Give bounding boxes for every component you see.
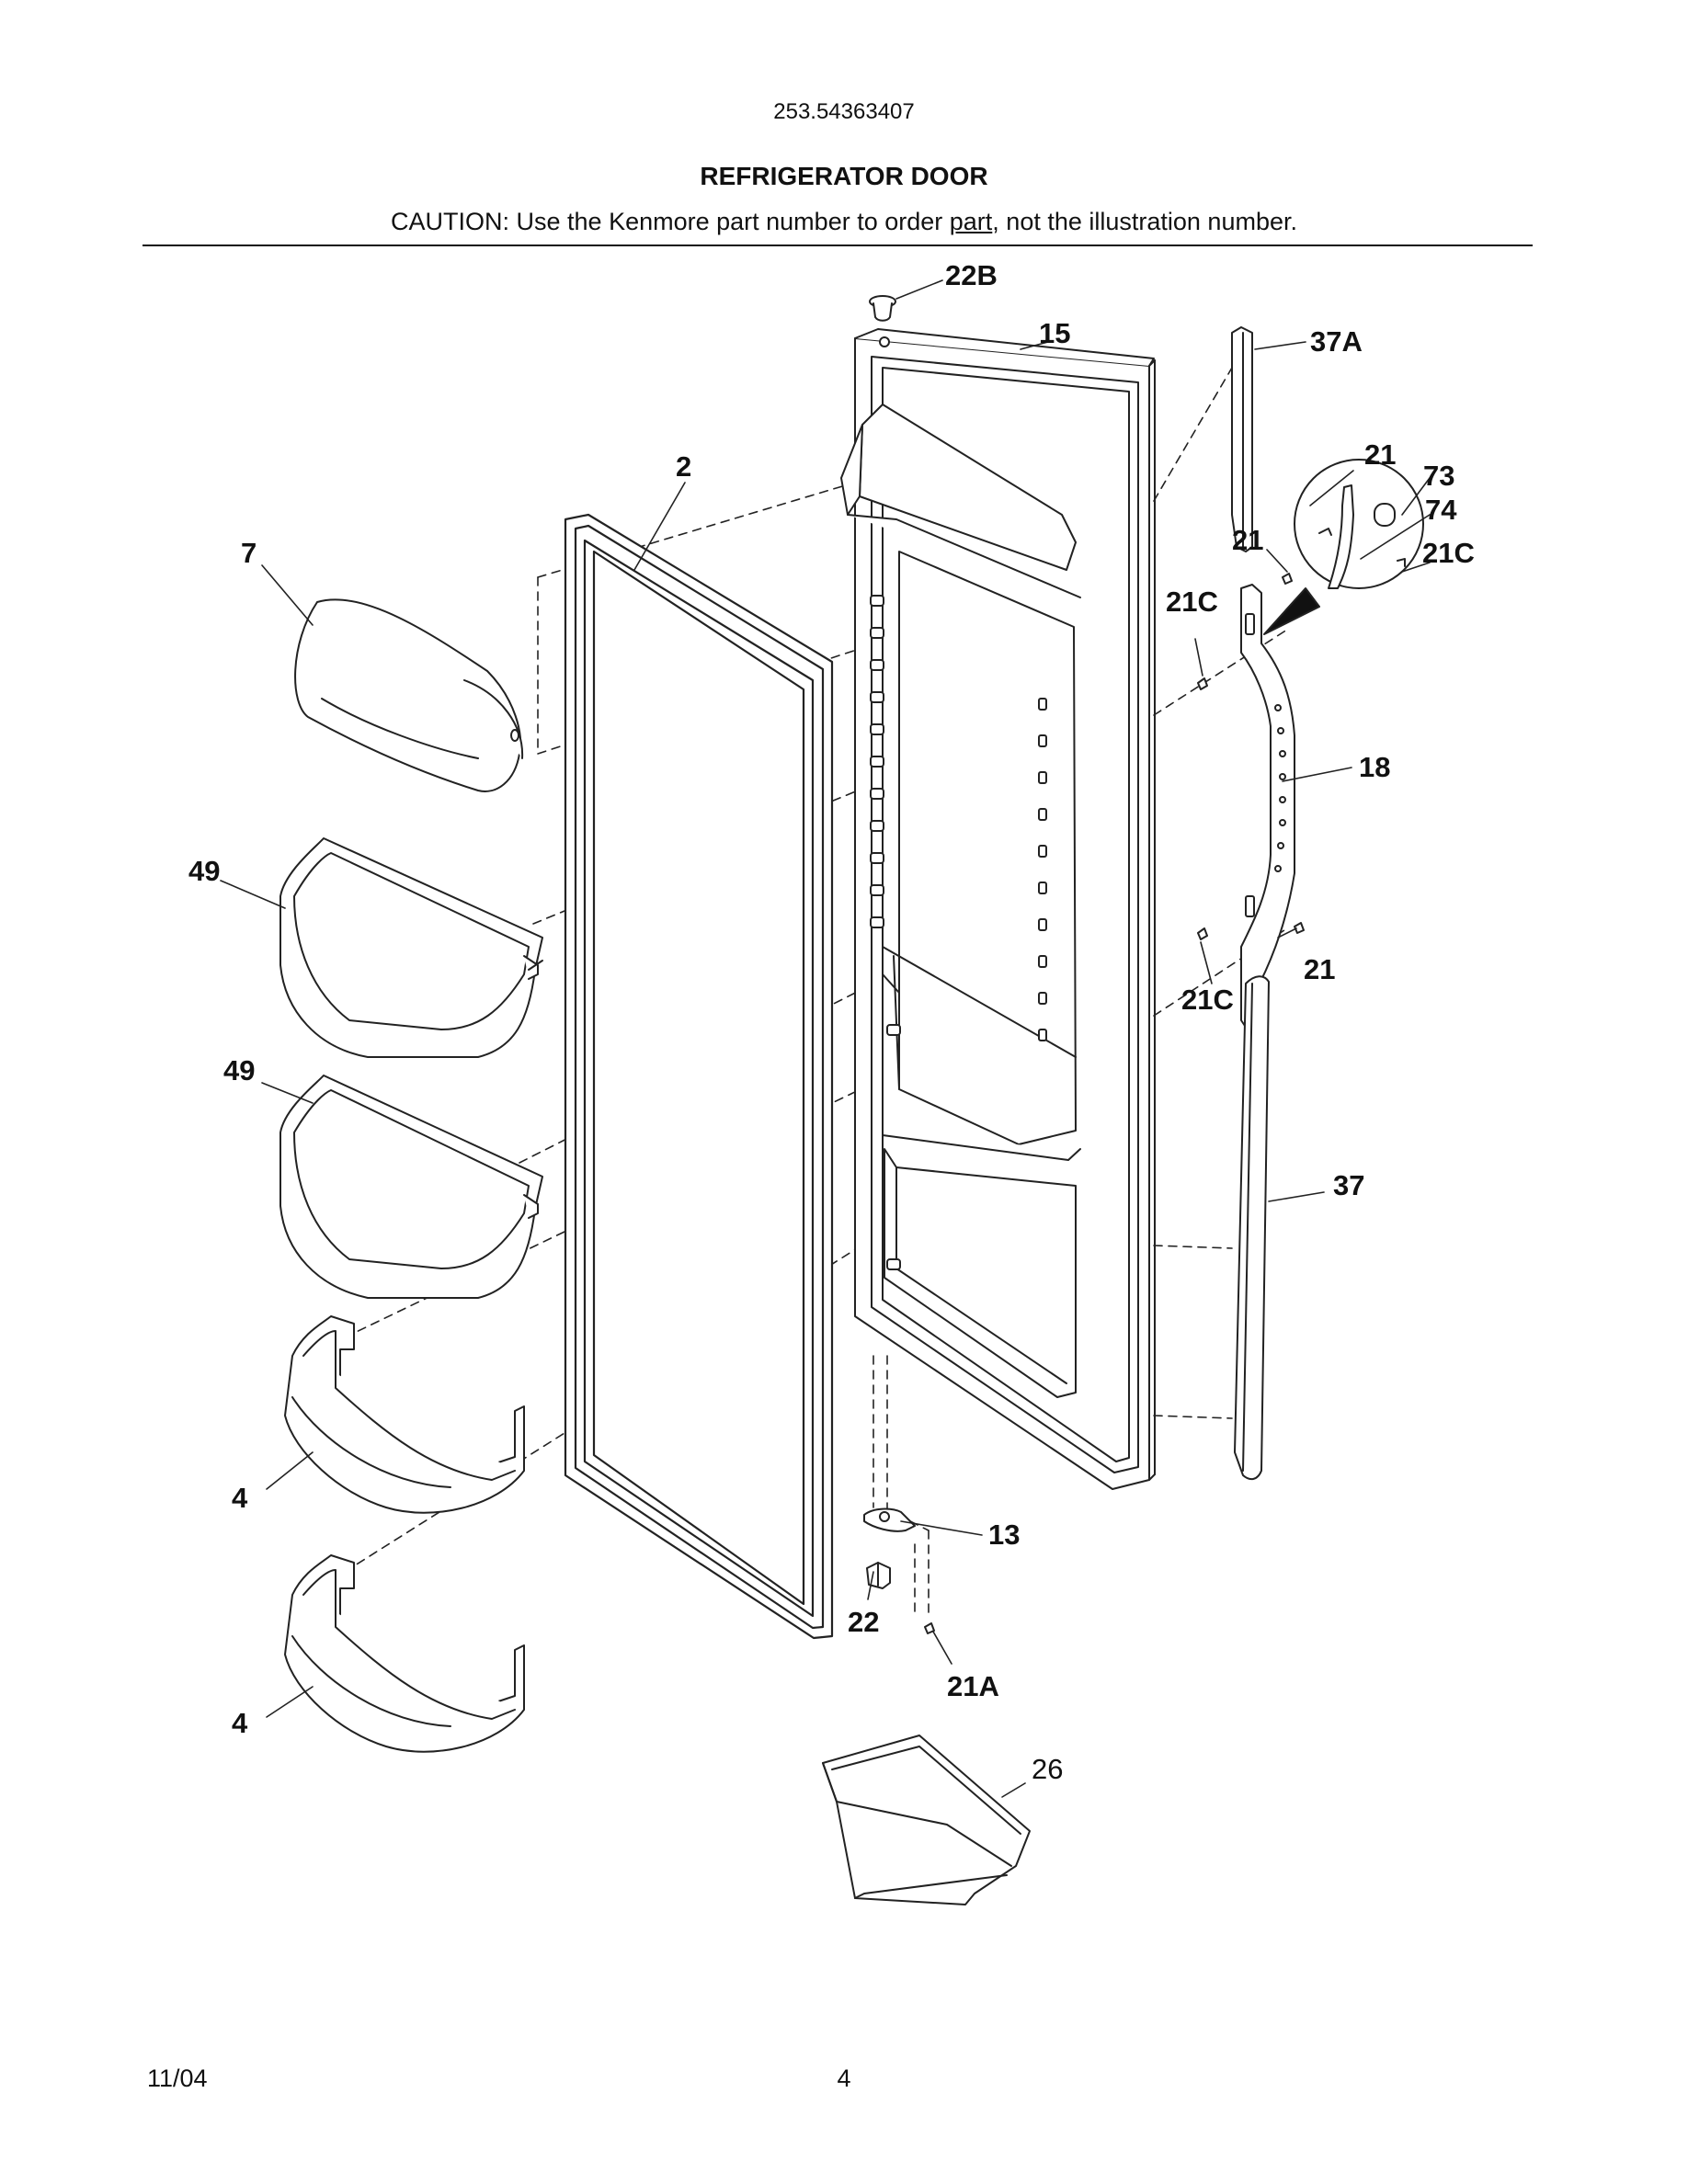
callout-21c-lower: 21C (1181, 984, 1234, 1016)
callout-22b: 22B (945, 259, 998, 291)
callout-21c-upper: 21C (1166, 586, 1218, 618)
tray-26 (822, 1735, 1031, 1905)
callout-21a: 21A (947, 1670, 999, 1702)
footer-date: 11/04 (147, 2065, 208, 2092)
hinge-bushing-13 (863, 1507, 916, 1532)
model-number: 253.54363407 (773, 99, 915, 124)
callout-74: 74 (1425, 494, 1457, 526)
leader-lines (220, 279, 1431, 1798)
handle-trim-37 (1234, 975, 1270, 1481)
callout-21-circle-left: 21 (1232, 524, 1263, 556)
callout-37a: 37A (1310, 325, 1363, 358)
page-title: REFRIGERATOR DOOR (700, 162, 988, 190)
callout-21-circle-top: 21 (1364, 438, 1396, 471)
door-bin-4-bottom (284, 1554, 525, 1753)
door-bin-49-top (279, 837, 543, 1058)
callout-49-top: 49 (188, 855, 220, 887)
caution-prefix: CAUTION: Use the Kenmore part number to … (391, 208, 950, 235)
door-liner (840, 404, 1081, 1398)
handle-trim-37a (1231, 326, 1253, 552)
callout-labels: 22B 15 37A 21 73 74 21 21C 2 7 21C 18 49… (188, 259, 1475, 1785)
detail-callout-circle (1263, 459, 1424, 635)
dairy-door (294, 598, 524, 792)
screw-21a (924, 1622, 935, 1634)
callout-22: 22 (848, 1606, 879, 1638)
callout-13: 13 (988, 1519, 1020, 1551)
cap-22b (869, 295, 896, 347)
callout-73: 73 (1423, 460, 1454, 492)
door-handle-18 (1240, 584, 1295, 1035)
callout-2: 2 (676, 450, 691, 483)
callout-7: 7 (241, 537, 257, 569)
page-number: 4 (837, 2065, 851, 2092)
callout-26: 26 (1032, 1753, 1063, 1785)
header-divider (143, 245, 1533, 246)
hinge-pin-22 (866, 1562, 891, 1589)
screw-21c-lower (1197, 927, 1208, 940)
caution-suffix: , not the illustration number. (992, 208, 1297, 235)
callout-4-top: 4 (232, 1482, 248, 1514)
door-gasket (564, 513, 834, 1640)
screw-21-upper (1282, 573, 1293, 585)
callout-4-bottom: 4 (232, 1707, 248, 1739)
door-shelf-studs (870, 595, 1047, 1270)
callout-21c-circle: 21C (1422, 537, 1475, 569)
callout-21-lower: 21 (1304, 953, 1335, 985)
caution-note: CAUTION: Use the Kenmore part number to … (0, 208, 1688, 236)
callout-37: 37 (1333, 1169, 1364, 1201)
callout-15: 15 (1039, 317, 1070, 349)
callout-18: 18 (1359, 751, 1390, 783)
door-bin-49-bottom (279, 1075, 543, 1299)
callout-49-bottom: 49 (223, 1054, 255, 1086)
door-bin-4-top (284, 1315, 525, 1514)
screw-21c-upper (1197, 677, 1208, 690)
caution-underlined-word: part (949, 208, 993, 235)
screw-21-lower (1294, 922, 1305, 934)
